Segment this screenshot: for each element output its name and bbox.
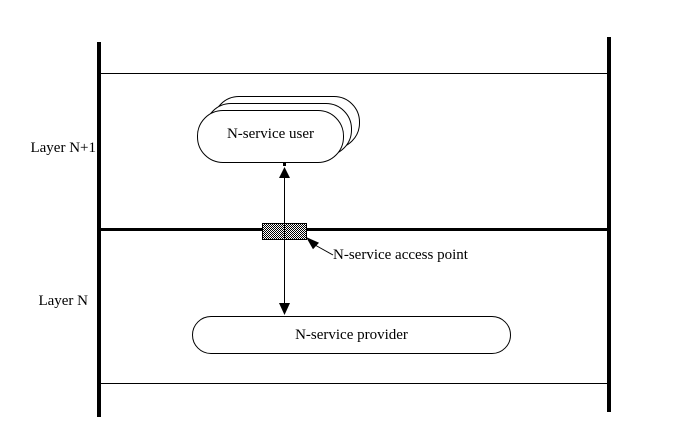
bottom-layer-line xyxy=(100,383,607,384)
arrow-anchor-dot xyxy=(283,163,286,166)
service-provider-card: N-service provider xyxy=(192,316,511,354)
pointer-arrow-head xyxy=(306,237,319,250)
right-boundary-line xyxy=(607,37,611,412)
layer-n-label: Layer N xyxy=(38,293,88,309)
top-layer-line xyxy=(100,73,607,74)
pointer-arrow-line xyxy=(314,244,334,256)
service-provider-label: N-service provider xyxy=(295,327,408,343)
service-access-point-marker xyxy=(262,223,307,240)
layer-n-plus-1-label: Layer N+1 xyxy=(30,140,96,156)
arrow-head-down xyxy=(279,303,290,315)
service-user-card: N-service user xyxy=(197,110,344,163)
access-point-annotation: N-service access point xyxy=(333,247,468,263)
left-boundary-line xyxy=(97,42,101,417)
middle-layer-line xyxy=(100,228,607,231)
service-user-label: N-service user xyxy=(226,125,315,142)
access-point-pointer-arrow xyxy=(306,237,334,256)
arrow-head-up xyxy=(279,167,290,178)
